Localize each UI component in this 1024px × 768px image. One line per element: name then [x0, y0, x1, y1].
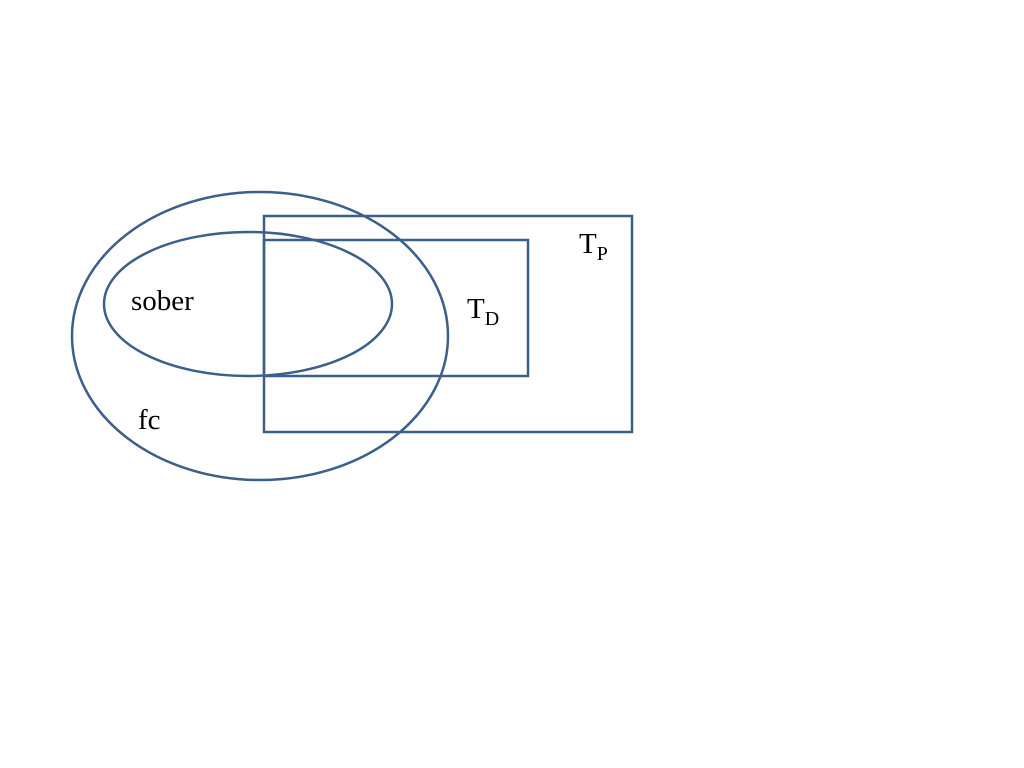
td-label-main: T — [467, 293, 485, 325]
td-label-subscript: D — [485, 308, 499, 330]
td-rectangle — [262, 238, 530, 378]
tp-label-main: T — [579, 228, 597, 260]
sober-label: sober — [131, 285, 194, 317]
sober-ellipse — [102, 230, 394, 378]
tp-label-subscript: P — [597, 243, 608, 265]
td-label: TD — [467, 293, 499, 330]
tp-label: TP — [579, 228, 608, 265]
fc-ellipse — [70, 190, 450, 482]
fc-label: fc — [138, 404, 161, 436]
